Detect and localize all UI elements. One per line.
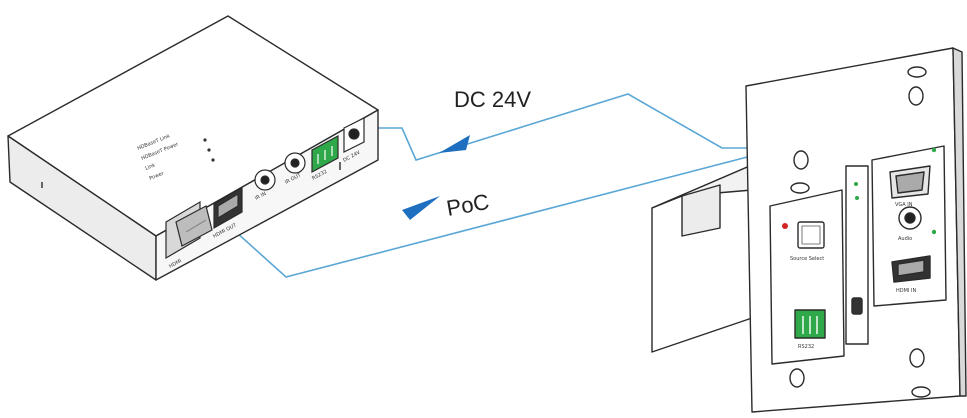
- rj45-plug: [175, 205, 213, 247]
- status-led: [782, 223, 788, 229]
- wall-plate-edge: [952, 47, 967, 397]
- led-label: Link: [145, 162, 157, 171]
- dc-arrow: [439, 135, 470, 153]
- transmitter-ports: [165, 117, 365, 260]
- led-dot: [203, 138, 207, 142]
- wallplate-labels: Source Select VGA IN Audio HDMI IN RS232: [790, 202, 916, 350]
- port-label: IR IN: [254, 191, 267, 202]
- middle-strip: [845, 165, 869, 345]
- plate-label: HDMI IN: [896, 288, 916, 294]
- wallplate-receiver: [651, 47, 967, 413]
- poc-label: PoC: [445, 189, 492, 221]
- dc-cable: [370, 93, 755, 161]
- plate-label: Audio: [898, 236, 912, 242]
- plate-label: VGA IN: [895, 202, 913, 208]
- plate-label: Source Select: [790, 256, 824, 262]
- led-dot: [211, 158, 215, 162]
- led-label: Power: [149, 170, 166, 182]
- led-dot: [207, 148, 211, 152]
- plate-label: RS232: [798, 344, 814, 350]
- dc-label: DC 24V: [454, 87, 531, 112]
- poc-arrow: [402, 196, 440, 220]
- backbox-flap: [681, 184, 721, 237]
- port-label: HDMI: [168, 258, 183, 270]
